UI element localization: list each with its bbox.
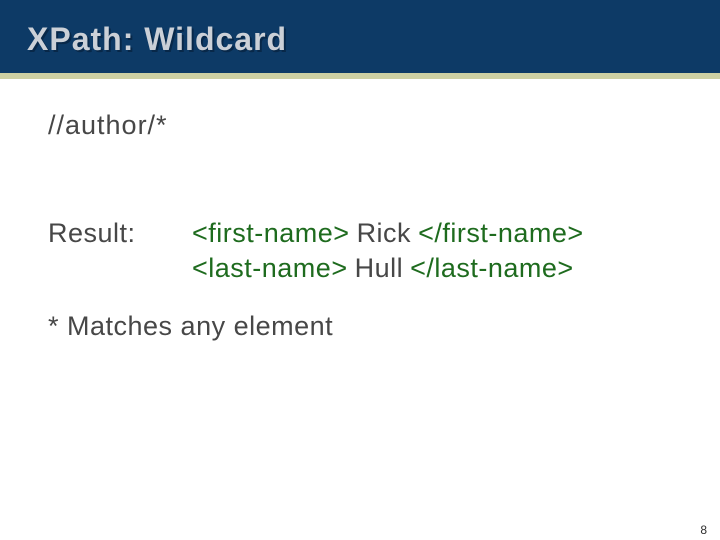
xml-open-tag: <first-name> <box>192 218 350 248</box>
slide-title: XPath: Wildcard <box>27 21 288 57</box>
xml-close-tag: </first-name> <box>418 218 584 248</box>
title-bar: XPath: Wildcard <box>0 0 720 73</box>
xml-text-value: Rick <box>356 218 412 248</box>
result-line: <last-name>Hull</last-name> <box>192 251 584 286</box>
accent-line <box>0 73 720 79</box>
xpath-expression: //author/* <box>48 110 168 140</box>
xml-open-tag: <last-name> <box>192 253 348 283</box>
xml-text-value: Hull <box>354 253 404 283</box>
wildcard-note: * Matches any element <box>48 311 334 341</box>
page-number: 8 <box>700 523 707 537</box>
result-lines: <first-name>Rick</first-name> <last-name… <box>192 216 584 286</box>
result-line: <first-name>Rick</first-name> <box>192 216 584 251</box>
result-label: Result: <box>48 218 136 248</box>
result-row: Result: <first-name>Rick</first-name> <l… <box>48 216 584 286</box>
xml-close-tag: </last-name> <box>410 253 574 283</box>
